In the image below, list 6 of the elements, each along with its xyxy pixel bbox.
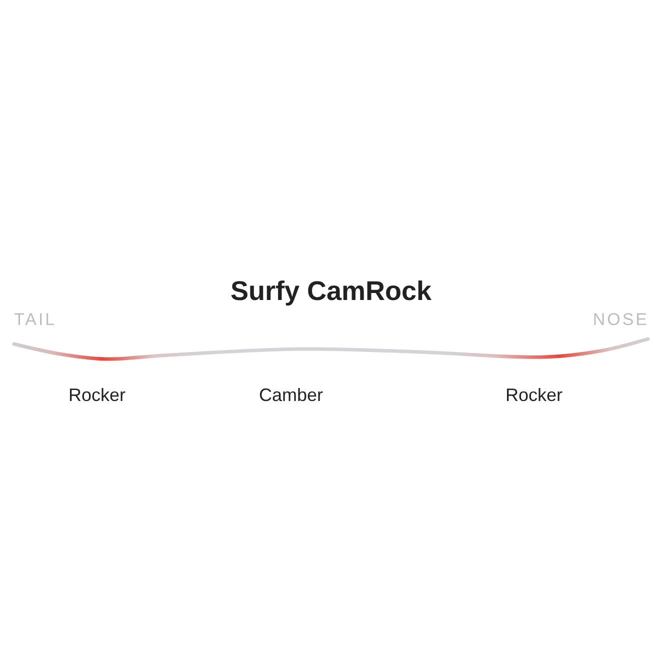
- zone-label: Rocker: [506, 386, 562, 404]
- zone-label: Camber: [258, 386, 324, 404]
- title: Surfy CamRock: [230, 278, 432, 305]
- zone-label: Rocker: [68, 386, 126, 404]
- end-label: TAIL: [14, 311, 57, 328]
- end-label: NOSE: [592, 311, 649, 328]
